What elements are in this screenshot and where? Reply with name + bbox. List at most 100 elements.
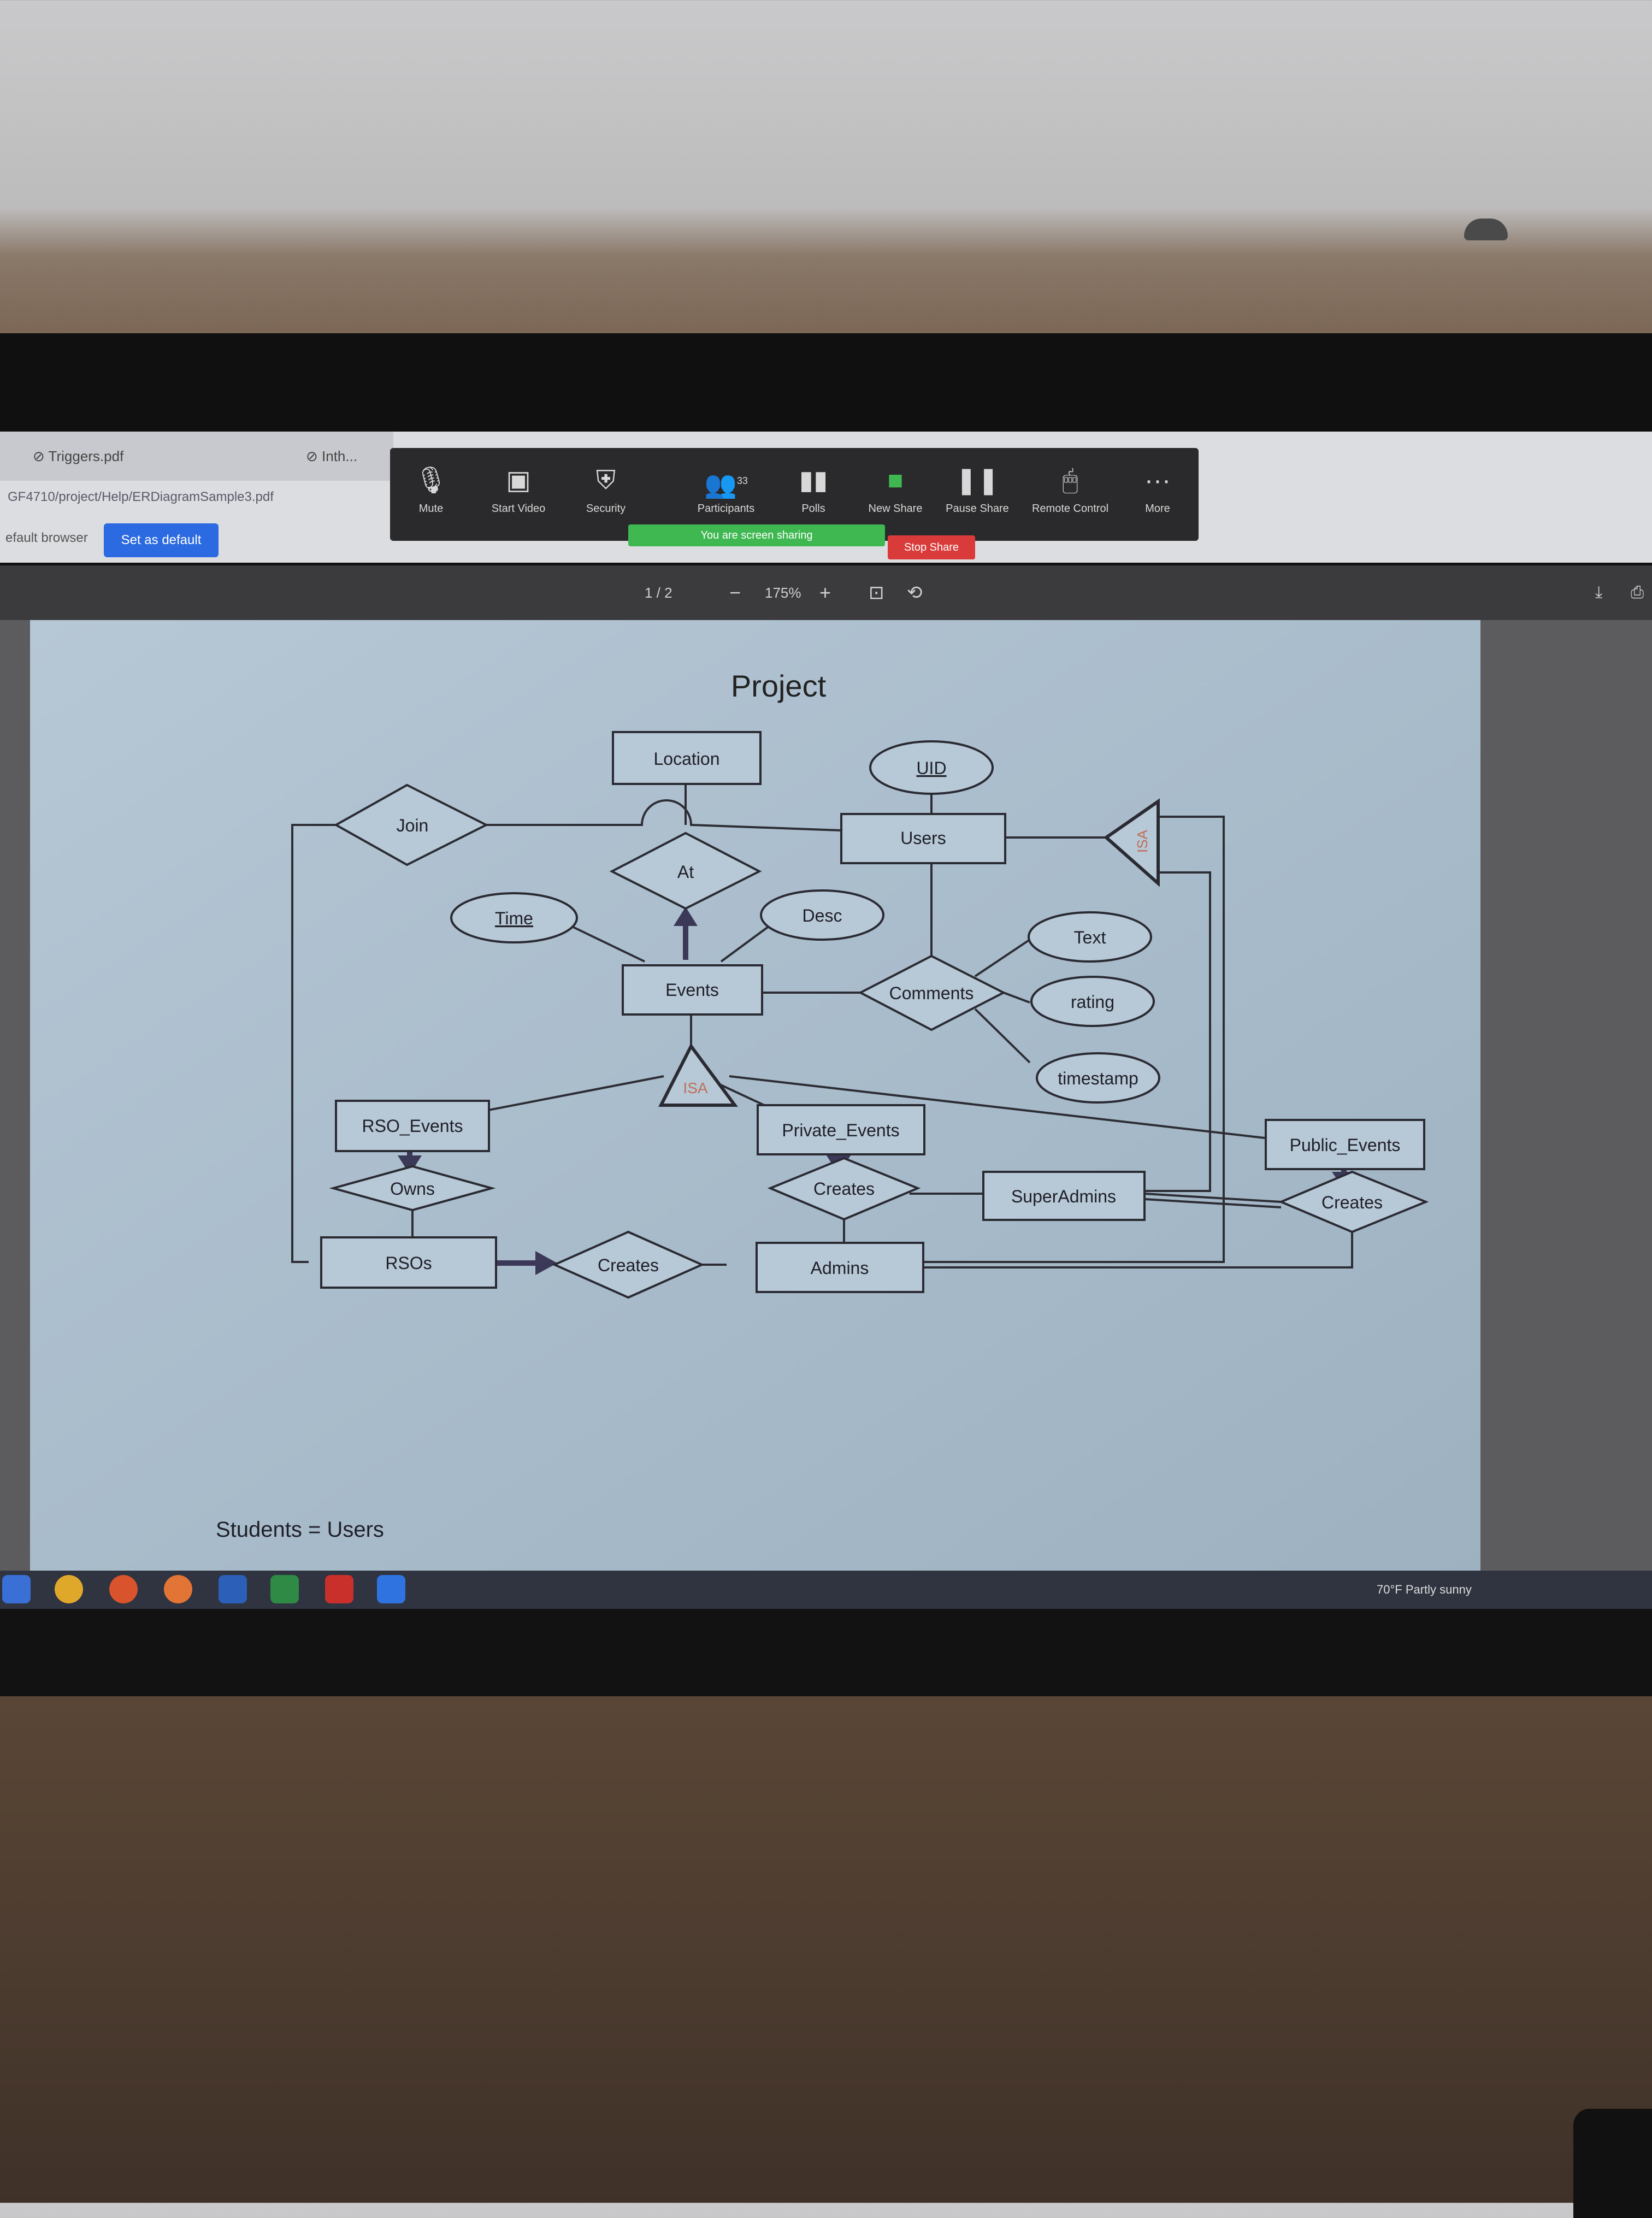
- label-timestamp: timestamp: [1058, 1069, 1138, 1088]
- room-wall: [0, 1694, 1652, 2203]
- relationship-creates-public: [1278, 1170, 1429, 1234]
- download-icon[interactable]: ⤓: [1595, 583, 1603, 601]
- polls-button[interactable]: ▮▮ Polls: [778, 459, 849, 530]
- label-owns: Owns: [390, 1179, 435, 1199]
- video-icon: ▣: [506, 466, 531, 495]
- fit-page-icon[interactable]: ⊡: [869, 582, 884, 603]
- pdf-margin-left: [0, 620, 30, 1571]
- entity-events: [622, 964, 763, 1016]
- entity-location: [612, 731, 762, 785]
- pdf-margin-right: [1480, 620, 1652, 1571]
- slide-title: Project: [731, 669, 827, 703]
- button-label: Mute: [418, 503, 444, 515]
- entity-rsos: [320, 1236, 497, 1289]
- page-indicator[interactable]: 1 / 2: [645, 585, 672, 601]
- isa-events-triangle: [658, 1043, 738, 1107]
- label-private-events: Private_Events: [782, 1120, 899, 1140]
- button-label: Participants: [697, 503, 755, 515]
- relationship-creates-rso: [552, 1230, 705, 1299]
- label-users: Users: [900, 828, 946, 848]
- attribute-uid: [869, 740, 994, 795]
- tab-label: Triggers.pdf: [48, 448, 124, 464]
- attribute-text: [1028, 911, 1152, 963]
- pause-share-button[interactable]: ❚❚Pause Share: [942, 459, 1013, 530]
- entity-rso-events: [335, 1100, 490, 1152]
- label-admins: Admins: [811, 1258, 869, 1278]
- button-label: Pause Share: [946, 503, 1009, 515]
- label-uid: UID: [916, 758, 946, 778]
- start-icon[interactable]: [2, 1575, 31, 1603]
- tab-icon: ⊘: [306, 448, 322, 464]
- entity-admins: [756, 1242, 924, 1293]
- label-isa-events: ISA: [683, 1079, 707, 1096]
- entity-public-events: [1265, 1119, 1425, 1170]
- entity-users: [840, 813, 1006, 864]
- excel-icon[interactable]: [270, 1575, 299, 1603]
- stop-share-button[interactable]: Stop Share: [888, 535, 975, 559]
- remote-control-button[interactable]: 🖱Remote Control: [1024, 459, 1117, 530]
- button-label: Polls: [801, 503, 825, 515]
- label-creates-rso: Creates: [598, 1255, 659, 1275]
- screen-sharing-banner: You are screen sharing: [628, 524, 885, 546]
- set-default-button[interactable]: Set as default: [104, 523, 219, 557]
- zoom-icon[interactable]: [377, 1575, 405, 1603]
- rotate-icon[interactable]: ⟲: [907, 582, 923, 603]
- mute-button[interactable]: 🎙Mute: [396, 459, 467, 530]
- relationship-comments: [858, 954, 1006, 1031]
- app-icon[interactable]: [109, 1575, 138, 1603]
- label-location: Location: [654, 749, 720, 769]
- attribute-time: [450, 892, 578, 943]
- firefox-icon[interactable]: [164, 1575, 192, 1603]
- new-share-button[interactable]: ■New Share: [860, 459, 931, 530]
- foreground-object: [1573, 2109, 1652, 2218]
- isa-users-triangle: [1104, 798, 1160, 887]
- relationship-join: [333, 783, 489, 866]
- security-button[interactable]: ⛨ Security: [570, 459, 641, 530]
- attribute-rating: [1030, 976, 1155, 1027]
- label-creates-private: Creates: [813, 1179, 875, 1199]
- zoom-in-button[interactable]: +: [819, 581, 831, 604]
- chrome-icon[interactable]: [55, 1575, 83, 1603]
- label-events: Events: [665, 980, 719, 1000]
- button-label: Security: [586, 503, 626, 515]
- label-creates-public: Creates: [1321, 1193, 1383, 1212]
- label-time: Time: [495, 909, 533, 928]
- browser-tab[interactable]: ⊘ Triggers.pdf: [33, 437, 262, 475]
- print-icon[interactable]: ⎙: [1631, 583, 1644, 601]
- pdf-toolbar: 1 / 2 − 175% + ⊡ ⟲ ⤓ ⎙: [0, 565, 1652, 620]
- entity-private-events: [757, 1104, 925, 1155]
- zoom-out-button[interactable]: −: [729, 581, 741, 604]
- start-video-button[interactable]: ▣ Start Video: [483, 459, 554, 530]
- screen-bezel-bottom: [0, 1609, 1652, 1696]
- word-icon[interactable]: [219, 1575, 247, 1603]
- button-label: More: [1145, 503, 1170, 515]
- acrobat-icon[interactable]: [325, 1575, 353, 1603]
- label-at: At: [677, 862, 694, 882]
- weather-tray[interactable]: 70°F Partly sunny: [1377, 1583, 1472, 1596]
- participant-count: 33: [736, 475, 748, 486]
- relationship-creates-private: [767, 1157, 921, 1221]
- er-diagram-slide: Project: [30, 620, 1480, 1571]
- tab-label: Inth...: [322, 448, 358, 464]
- browser-tab[interactable]: ⊘ Inth...: [306, 437, 388, 475]
- label-rating: rating: [1071, 992, 1114, 1012]
- more-button[interactable]: ···More: [1122, 459, 1193, 530]
- participants-icon: 👥33: [704, 470, 748, 499]
- label-join: Join: [397, 816, 429, 835]
- tab-icon: ⊘: [33, 448, 49, 464]
- default-browser-notice: efault browser: [5, 530, 88, 545]
- remote-control-icon: 🖱: [1062, 466, 1078, 495]
- label-comments: Comments: [889, 983, 974, 1003]
- label-superadmins: SuperAdmins: [1011, 1187, 1116, 1206]
- zoom-level[interactable]: 175%: [765, 585, 801, 601]
- address-bar[interactable]: GF4710/project/Help/ERDiagramSample3.pdf: [8, 489, 274, 504]
- footnote-students-users: Students = Users: [216, 1518, 384, 1542]
- polls-icon: ▮▮: [799, 466, 828, 495]
- shield-icon: ⛨: [595, 466, 616, 495]
- attribute-timestamp: [1036, 1052, 1160, 1104]
- relationship-owns: [329, 1165, 496, 1212]
- button-label: Start Video: [491, 503, 546, 515]
- attribute-desc: [760, 889, 884, 941]
- label-isa-users: ISA: [1134, 829, 1150, 853]
